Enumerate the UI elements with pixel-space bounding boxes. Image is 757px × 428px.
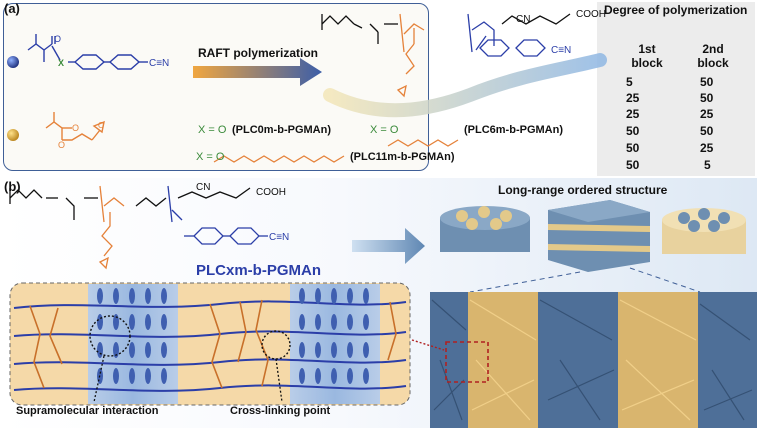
- linker-c11-icon: [213, 155, 345, 163]
- svg-text:CN: CN: [516, 14, 530, 25]
- plc-block-structure: [467, 13, 546, 57]
- gma-monomer-ball-icon: [7, 129, 19, 141]
- ordered-structure-rendering: [430, 292, 757, 428]
- panel-b-chain: [9, 187, 251, 220]
- dp-row-3-col2: 25: [700, 107, 714, 121]
- lamellar-morphology: [548, 200, 650, 272]
- gma-monomer-structure: [45, 112, 105, 141]
- zoom-box: [445, 341, 489, 383]
- dp-row-3-col1: 25: [626, 107, 640, 121]
- polymer-chain-top: [321, 14, 398, 44]
- linker-1-x: X = O: [370, 124, 399, 136]
- dp-row-4-col2: 50: [700, 124, 714, 138]
- linker-2-x: X = O: [196, 151, 225, 163]
- lc-monomer-structure: [27, 34, 148, 70]
- supramolecular-circle: [89, 315, 131, 357]
- annotation-crosslink: Cross-linking point: [230, 405, 331, 417]
- dp-row-2-col1: 25: [626, 91, 640, 105]
- panel-b-cooh-label: COOH: [256, 187, 286, 198]
- polymer-name: PLCxm-b-PGMAn: [196, 262, 321, 279]
- polymer-ribbon: [323, 53, 607, 118]
- dp-header-1: 1st block: [631, 42, 663, 70]
- svg-text:X: X: [58, 58, 64, 68]
- cylinder-morphology-left: [440, 206, 530, 252]
- monomer-box: [3, 3, 429, 171]
- linker-1-name: (PLC6m-b-PGMAn): [464, 124, 563, 136]
- structure-arrow-icon: [352, 228, 425, 264]
- panel-a-label: (a): [4, 1, 20, 16]
- crosslinks: [29, 299, 397, 389]
- lc-cn-label: C≡N: [149, 58, 169, 69]
- dp-row-6-col2: 5: [704, 158, 711, 172]
- lc-monomer-ball-icon: [7, 56, 19, 68]
- svg-text:O: O: [54, 34, 61, 44]
- dp-title: Degree of polymerization: [604, 3, 748, 17]
- dp-table: [597, 2, 755, 176]
- chain-cn-label: C≡N: [551, 45, 571, 56]
- zoom-connector: [411, 339, 445, 351]
- svg-text:CN: CN: [196, 182, 210, 193]
- panel-b-cn-label: C≡N: [269, 232, 289, 243]
- dp-row-1-col1: 5: [626, 75, 633, 89]
- linker-2-name: (PLC11m-b-PGMAn): [350, 151, 455, 163]
- structure-title: Long-range ordered structure: [498, 183, 668, 197]
- dp-header-2: 2nd block: [697, 42, 729, 70]
- chain-cooh-label: COOH: [576, 9, 606, 20]
- dp-row-1-col2: 50: [700, 75, 714, 89]
- dp-row-5-col1: 50: [626, 141, 640, 155]
- svg-text:O: O: [98, 121, 104, 130]
- cylinder-morphology-right: [662, 208, 746, 254]
- raft-label: RAFT polymerization: [198, 46, 319, 60]
- linker-c6-icon: [387, 139, 459, 147]
- linker-0-x: X = O: [198, 124, 227, 136]
- svg-text:O: O: [58, 140, 65, 150]
- annotation-supramolecular: Supramolecular interaction: [16, 405, 159, 417]
- dp-row-5-col2: 25: [700, 141, 714, 155]
- dp-row-2-col2: 50: [700, 91, 714, 105]
- svg-text:O: O: [72, 123, 79, 133]
- dp-row-4-col1: 50: [626, 124, 640, 138]
- raft-arrow-icon: [193, 58, 322, 86]
- linker-0-name: (PLC0m-b-PGMAn): [232, 124, 331, 136]
- pgma-block-structure: [399, 13, 425, 75]
- panel-b-label: (b): [4, 179, 21, 194]
- mesogens: [97, 288, 369, 384]
- dp-row-6-col1: 50: [626, 158, 640, 172]
